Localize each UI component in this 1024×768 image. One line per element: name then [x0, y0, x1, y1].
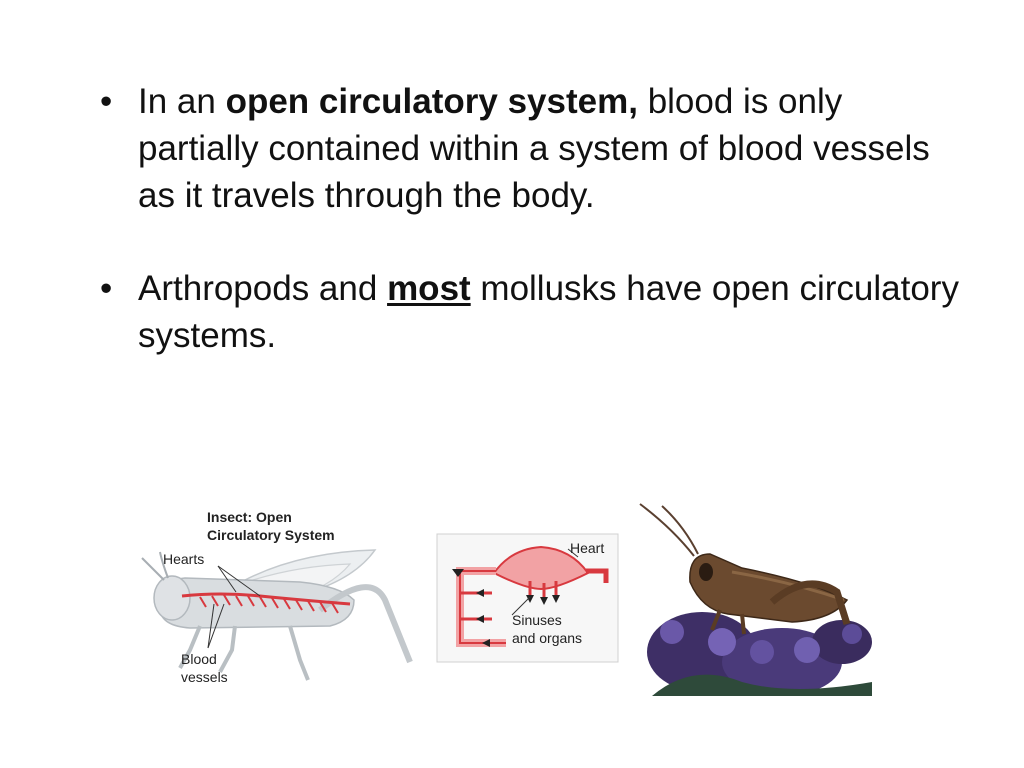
bullet-list: • In an open circulatory system, blood i… — [100, 78, 970, 359]
grasshopper-leg — [740, 613, 746, 635]
flower-petal — [660, 620, 684, 644]
flow-diagram: Heart Sinuses and organs — [436, 533, 619, 663]
grasshopper-wing-edge — [731, 570, 845, 602]
bullet-text-segment: Arthropods and — [138, 269, 388, 308]
grasshopper-leg — [710, 609, 722, 631]
bullet-text-segment: In an — [138, 82, 226, 121]
insect-figure-title: Circulatory System — [207, 527, 335, 543]
leaves — [652, 674, 872, 696]
flower-petal — [842, 624, 862, 644]
flower-cluster — [812, 620, 872, 664]
insect-leg — [178, 625, 202, 669]
vessels-pointer-line — [207, 603, 225, 649]
insect-head — [153, 575, 191, 621]
grasshopper-eye — [699, 563, 713, 581]
insect-figure-title: Insect: Open — [207, 509, 292, 525]
grasshopper-photo — [632, 502, 882, 696]
bullet-text-segment: mollusks have open circulatory systems. — [138, 269, 959, 355]
heart-label: Heart — [570, 540, 604, 556]
sinuses-label: and organs — [512, 630, 582, 646]
bullet-open-circulatory-definition: • In an open circulatory system, blood i… — [100, 78, 970, 219]
bullet-bold-term: open circulatory system, — [225, 82, 638, 121]
sinuses-pointer-line — [511, 596, 531, 616]
insect-leg — [218, 625, 237, 673]
vessels-pointer-line — [207, 603, 215, 649]
grasshopper-illustration — [639, 503, 872, 696]
vessel-right — [586, 568, 609, 583]
antenna — [639, 503, 695, 557]
flower-petal — [708, 628, 736, 656]
dorsal-blood-vessel — [181, 592, 351, 606]
heart-pointer-line — [567, 548, 579, 558]
open-circulation-diagram: Heart Sinuses and organs — [436, 533, 619, 663]
flow-to-sinuses — [528, 581, 558, 599]
sinuses-label: Sinuses — [512, 612, 562, 628]
grasshopper-hind-leg — [769, 580, 851, 626]
flow-arrows — [526, 595, 560, 605]
antenna — [661, 505, 699, 555]
hearts-pointer-line — [217, 565, 261, 597]
bullet-emphasis-term: most — [387, 269, 471, 308]
insect-antenna — [141, 557, 165, 581]
blood-vessels-label: vessels — [181, 669, 228, 685]
flower-petal — [794, 637, 820, 663]
blood-vessels-label: Blood — [181, 651, 217, 667]
insect-leg — [288, 625, 310, 681]
bullet-dot: • — [100, 269, 113, 308]
hearts-pointer-line — [217, 565, 237, 593]
insect-circulatory-figure: Insect: Open Circulatory System Hearts B… — [140, 500, 425, 698]
insect-illustration: Insect: Open Circulatory System Hearts B… — [141, 509, 413, 685]
heart-chambers — [199, 594, 339, 614]
bullet-dot: • — [100, 82, 113, 121]
flower-petal — [750, 640, 774, 664]
bullet-text-segment: blood is only partially contained within… — [138, 82, 930, 215]
hearts-label: Hearts — [163, 551, 204, 567]
bullet-arthropods-mollusks: • Arthropods and most mollusks have open… — [100, 265, 970, 359]
insect-antenna — [159, 551, 169, 579]
